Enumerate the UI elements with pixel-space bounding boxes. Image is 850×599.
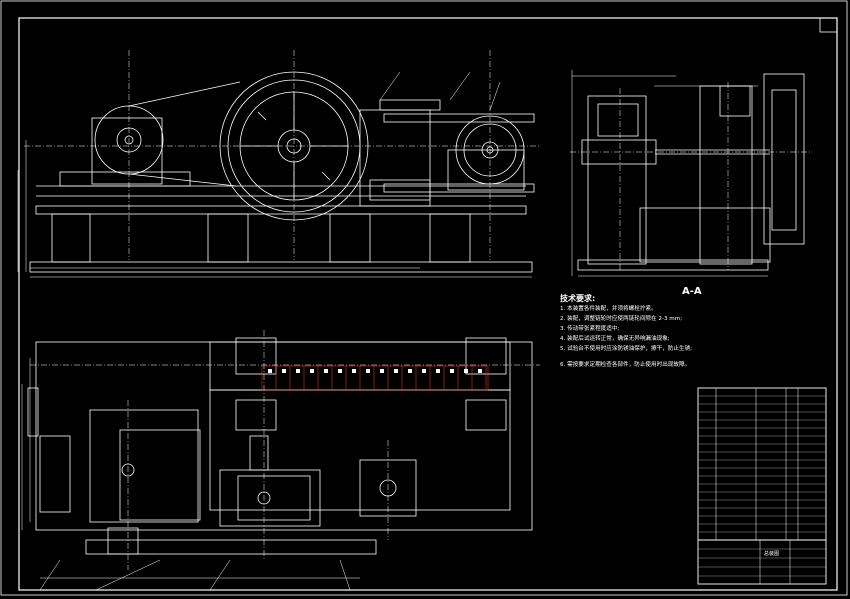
note-6: 6. 需按要求定期检查各部件，防止使用时出现故障。 <box>560 362 691 368</box>
note-4: 4. 装配后试运转正常，确保无异响漏油现象; <box>560 336 670 342</box>
chain-link <box>408 369 412 373</box>
chain-link <box>366 369 370 373</box>
plan-view <box>21 330 540 591</box>
chain-link <box>464 369 468 373</box>
chain-link <box>352 369 356 373</box>
front-view <box>17 50 540 278</box>
chain <box>383 113 535 123</box>
motor-body <box>91 117 163 185</box>
chain-link <box>324 369 328 373</box>
note-3: 3. 传动带张紧程度适中; <box>560 326 620 332</box>
note-2: 2. 装配，调整链轮时应使两链轮间隙在 2-3 mm; <box>560 316 683 322</box>
corner-mark <box>819 17 838 33</box>
drawing-inner-border <box>18 17 838 591</box>
chain-link <box>450 369 454 373</box>
chain-link <box>310 369 314 373</box>
note-5: 5. 试验台不使用时应涂防锈油保护，擦干，防止生锈; <box>560 346 693 352</box>
chain-link <box>394 369 398 373</box>
chain-link <box>338 369 342 373</box>
notes-title: 技术要求: <box>560 294 596 303</box>
note-1: 1. 本装置各件装配，并须将螺栓拧紧。 <box>560 306 657 312</box>
chain-link <box>268 369 272 373</box>
chain-link-marks <box>268 366 487 390</box>
chain-link <box>422 369 426 373</box>
chain-link <box>436 369 440 373</box>
parts-list-table <box>697 387 827 585</box>
title-block-name: 总装图 <box>764 551 780 557</box>
chain-link <box>380 369 384 373</box>
chain-link <box>282 369 286 373</box>
bom-rows <box>698 395 826 577</box>
chain-links-detail <box>261 365 489 391</box>
chain-link <box>296 369 300 373</box>
chain-link <box>478 369 482 373</box>
side-view <box>570 70 810 277</box>
section-label: A-A <box>682 286 702 297</box>
